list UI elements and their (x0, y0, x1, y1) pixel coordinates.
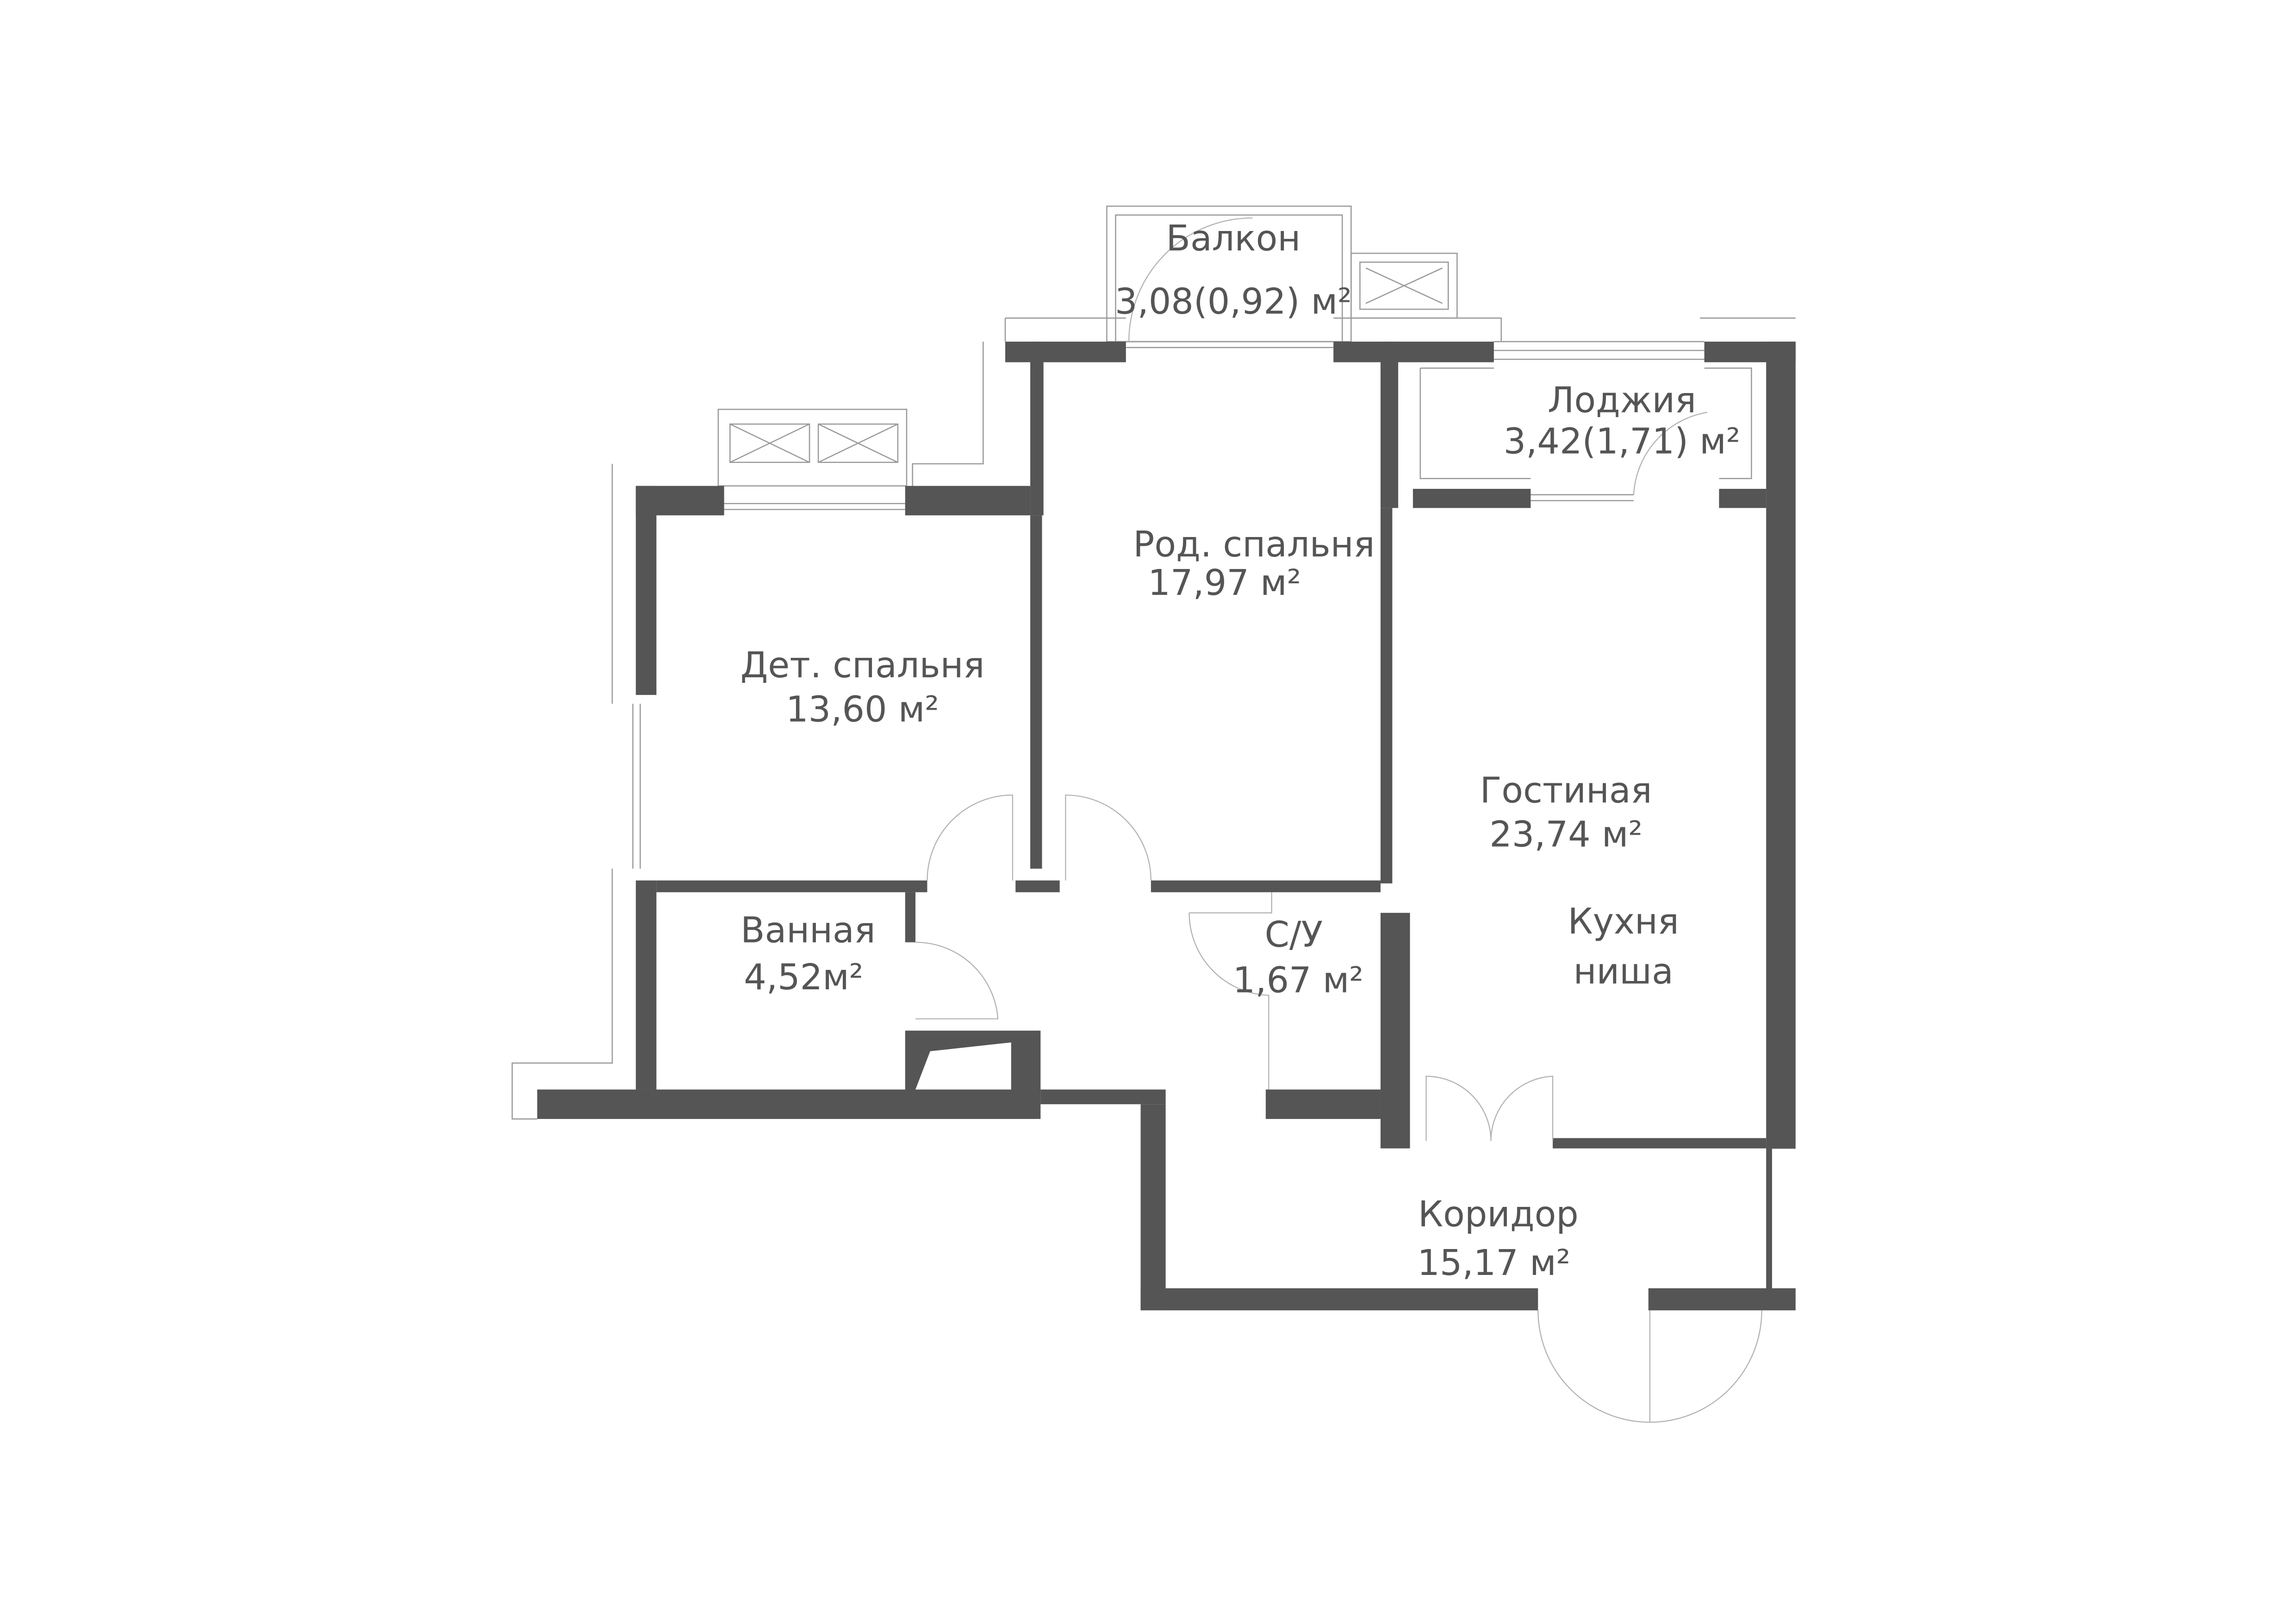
doors (915, 217, 1762, 1423)
room-name-kids-bedroom: Дет. спальня (740, 644, 985, 686)
room-name-loggia: Лоджия (1548, 380, 1696, 421)
room-area-kids-bedroom: 13,60 м² (786, 688, 939, 730)
room-name-balcony: Балкон (1166, 218, 1301, 259)
room-labels: Балкон 3,08(0,92) м² Лоджия 3,42(1,71) м… (740, 218, 1741, 1283)
outer-contour-lines (511, 206, 1796, 1149)
room-name-corridor: Коридор (1418, 1193, 1579, 1235)
room-name-master-bedroom: Род. спальня (1133, 524, 1375, 565)
room-area-corridor: 15,17 м² (1417, 1242, 1570, 1283)
room-area-master-bedroom: 17,97 м² (1148, 562, 1301, 603)
room-area-wc: 1,67 м² (1233, 960, 1363, 1001)
walls (537, 341, 1796, 1311)
room-name-living-room: Гостиная (1480, 769, 1652, 811)
room-area-living-room: 23,74 м² (1489, 814, 1643, 855)
room-name-bathroom: Ванная (740, 909, 876, 950)
room-area-bathroom: 4,52м² (744, 956, 863, 998)
room-area-balcony: 3,08(0,92) м² (1115, 281, 1352, 322)
room-area-loggia: 3,42(1,71) м² (1504, 421, 1741, 462)
room-name-kitchen: Кухня (1568, 900, 1679, 942)
room-area-kitchen: ниша (1574, 950, 1674, 992)
room-name-wc: С/У (1265, 914, 1323, 955)
